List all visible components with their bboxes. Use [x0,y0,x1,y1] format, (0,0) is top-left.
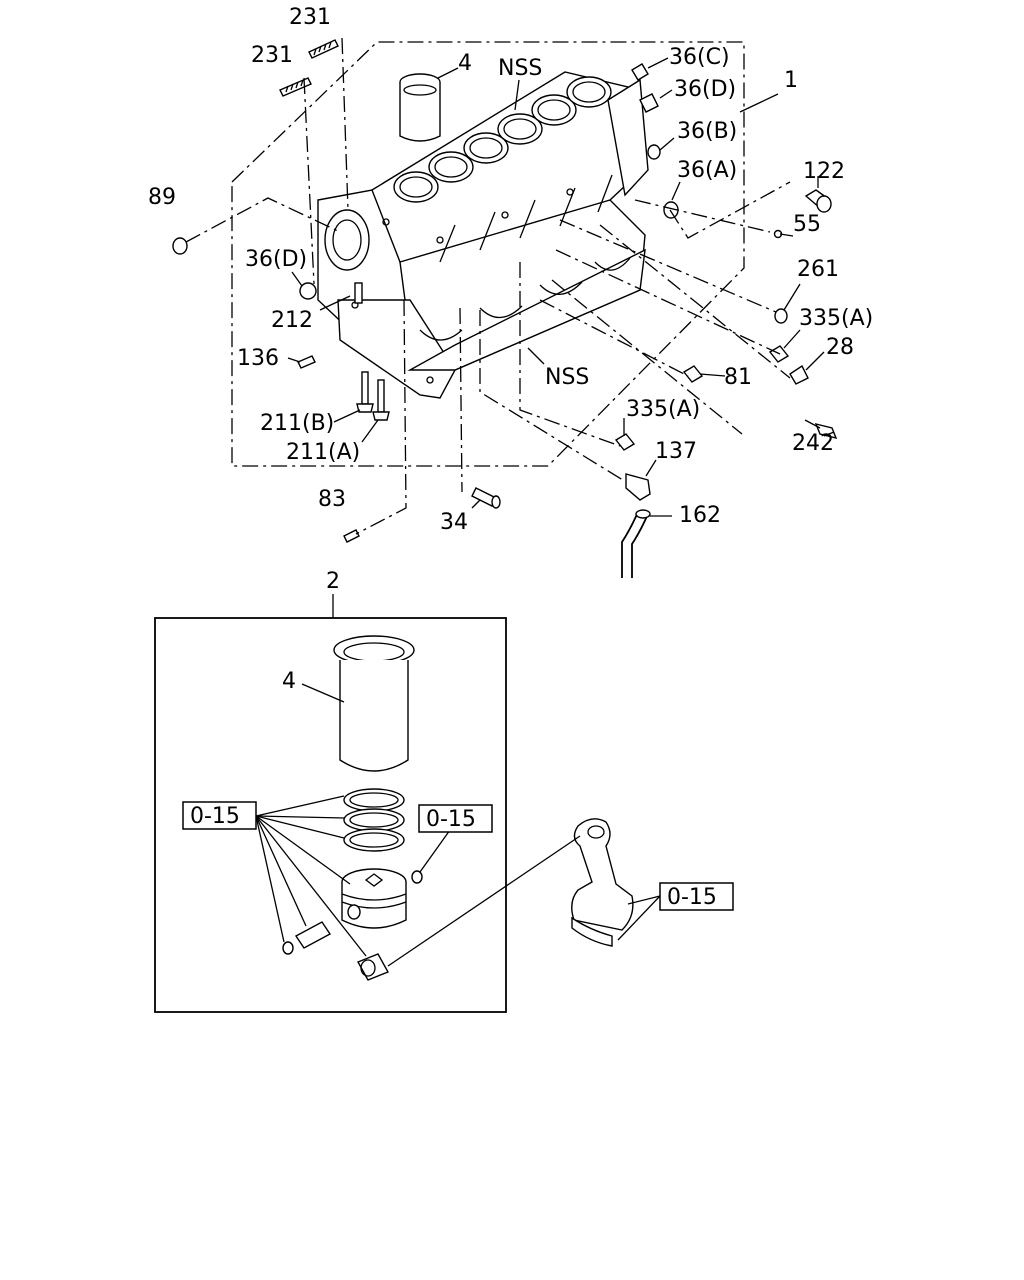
piston-clip-left [282,941,294,955]
engine-block-group [172,37,838,578]
callout-box-0-15-left: 0-15 [182,801,257,830]
piston [341,868,407,929]
callout-4-top: 4 [458,51,472,76]
piston-clip-right [411,870,423,884]
callout-36d-left: 36(D) [245,247,307,272]
callout-2: 2 [326,569,340,594]
callout-nss-bottom: NSS [545,365,589,390]
dowel-212 [354,282,363,304]
callout-nss-top: NSS [498,56,542,81]
block-leaders [287,57,835,517]
callout-28: 28 [826,335,854,360]
plug-36b [647,144,661,160]
piston-pin [294,921,332,949]
fitting-34 [471,487,501,509]
callout-231-top: 231 [289,5,331,30]
piston-kit-group [154,594,507,1013]
fitting-137 [625,473,651,501]
plug-261 [774,308,788,324]
callout-55: 55 [793,212,821,237]
plug-36d-right [639,93,659,113]
plug-36c [631,63,649,81]
bolt-335a-bottom [614,433,636,451]
callout-81: 81 [724,365,752,390]
assembly-boundary [231,41,745,467]
dowel-136 [297,355,316,369]
callout-242: 242 [792,431,834,456]
callout-231-second: 231 [251,43,293,68]
bolt-211a [372,379,390,421]
cylinder-liner-kit [333,635,415,772]
callout-122: 122 [803,159,845,184]
small-end-bushing [357,953,389,981]
callout-212: 212 [271,308,313,333]
bolt-242 [804,419,838,440]
callout-335a-right: 335(A) [799,306,873,331]
cylinder-liner-top [399,73,441,142]
callout-36c: 36(C) [669,45,730,70]
bolt-81 [682,365,704,383]
callout-box-0-15-rod: 0-15 [659,882,734,911]
svg-text:0-15: 0-15 [190,804,240,829]
callout-335a-bottom: 335(A) [626,397,700,422]
stud-231-second [279,77,312,97]
callout-137: 137 [655,439,697,464]
callout-34: 34 [440,510,468,535]
callout-211b: 211(B) [260,411,334,436]
callout-162: 162 [679,503,721,528]
stud-231-top [308,39,339,59]
callout-211a: 211(A) [286,440,360,465]
callout-36a: 36(A) [677,158,737,183]
fitting-28 [789,364,809,385]
svg-text:0-15: 0-15 [426,807,476,832]
callout-box-0-15-middle: 0-15 [418,804,493,833]
connecting-rod [387,818,661,967]
piston-kit-frame [154,617,507,1013]
callout-4-kit: 4 [282,669,296,694]
callout-89: 89 [148,185,176,210]
callout-1: 1 [784,68,798,93]
bolt-211b [356,371,374,413]
callout-136: 136 [237,346,279,371]
dowel-83 [343,529,360,543]
plug-89 [172,237,188,255]
callout-36b: 36(B) [677,119,737,144]
callout-36d-right: 36(D) [674,77,736,102]
cylinder-block-illustration [317,71,649,399]
hose-162 [621,509,651,578]
callout-83: 83 [318,487,346,512]
kit-leaders [255,795,451,957]
piston-rings [343,788,405,852]
callout-261: 261 [797,257,839,282]
svg-text:0-15: 0-15 [667,885,717,910]
plug-36d-left [299,282,317,300]
plug-122 [804,189,832,213]
